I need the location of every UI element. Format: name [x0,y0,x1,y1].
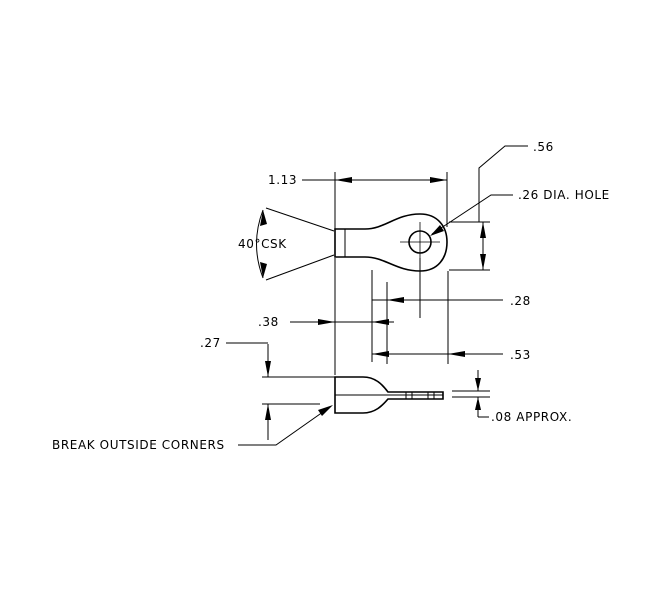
dim-53: .53 [372,348,531,362]
dim-38: .38 [258,315,394,329]
dim-countersink: 40°CSK [238,207,335,281]
dim-08: .08 APPROX. [452,370,572,424]
dim-56: .56 [449,140,554,271]
dim-27: .27 [200,336,335,440]
dim-label-hole: .26 DIA. HOLE [518,188,610,202]
leader-hole: .26 DIA. HOLE [430,188,610,236]
lug-side-view [334,376,444,414]
dim-label-56: .56 [533,140,554,154]
dim-label-38: .38 [258,315,279,329]
dim-label-1-13: 1.13 [268,173,297,187]
dim-width-overall: 1.13 [268,172,448,229]
dim-label-csk: 40°CSK [238,237,287,251]
dim-label-28: .28 [510,294,531,308]
dim-label-27: .27 [200,336,221,350]
leader-break-corners: BREAK OUTSIDE CORNERS [52,405,333,452]
note-break-corners: BREAK OUTSIDE CORNERS [52,438,225,452]
projection-lines [334,258,449,375]
lug-top-view [334,213,448,272]
dim-28: .28 [372,294,531,308]
dim-label-08: .08 APPROX. [491,410,572,424]
dim-label-53: .53 [510,348,531,362]
